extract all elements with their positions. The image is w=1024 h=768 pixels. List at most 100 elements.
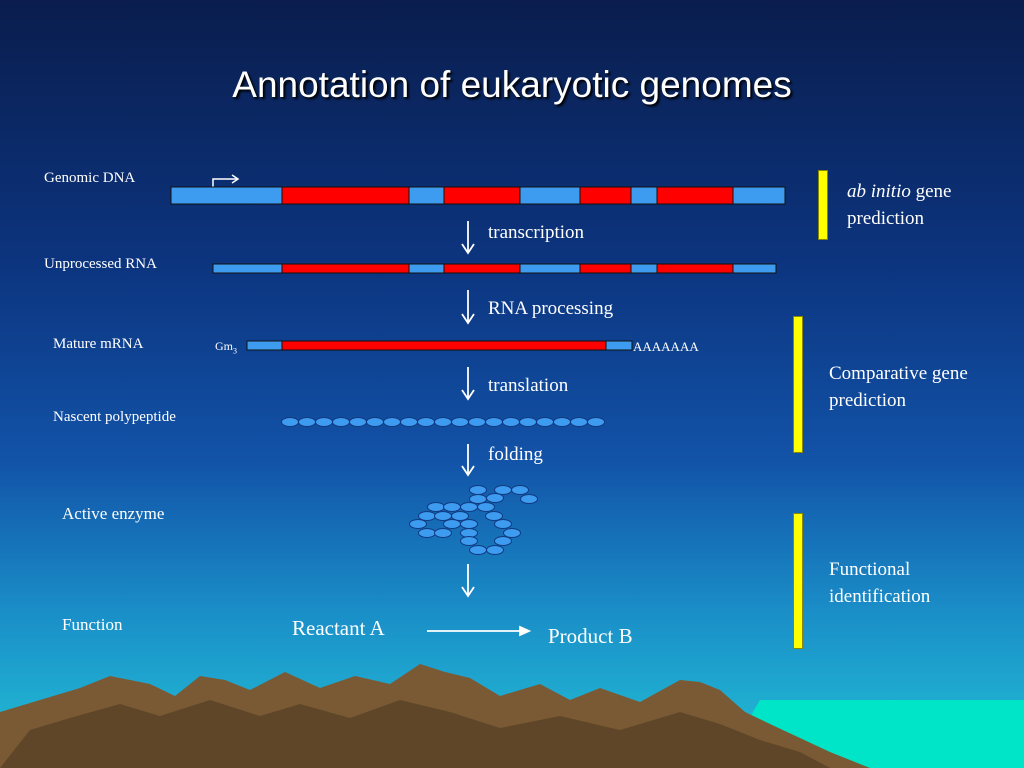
ab-initio-bar <box>818 170 828 240</box>
intron-segment <box>630 186 658 205</box>
amino-acid-bead <box>418 528 436 538</box>
product-label: Product B <box>548 624 633 648</box>
exon-segment <box>443 263 521 274</box>
slide-title: Annotation of eukaryotic genomes <box>232 64 792 105</box>
amino-acid-bead <box>486 545 504 555</box>
amino-acid-bead <box>434 528 452 538</box>
amino-acid-bead <box>485 511 503 521</box>
amino-acid-bead <box>519 417 537 427</box>
intron-segment <box>519 186 581 205</box>
label-genomic-dna: Genomic DNA <box>44 170 136 186</box>
ab-initio-label: ab initio gene prediction <box>847 181 952 229</box>
comparative-bar <box>793 316 803 453</box>
amino-acid-bead <box>553 417 571 427</box>
mrna-cap-label: Gm3 <box>215 339 237 356</box>
exon-segment <box>656 263 734 274</box>
amino-acid-bead <box>443 502 461 512</box>
unprocessed-rna-bar <box>212 263 777 274</box>
amino-acid-bead <box>520 494 538 504</box>
utr-segment <box>246 340 283 351</box>
amino-acid-bead <box>460 519 478 529</box>
amino-acid-bead <box>434 511 452 521</box>
functional-label: Functional identification <box>829 559 931 607</box>
down-arrow-icon <box>461 564 475 598</box>
coding-segment <box>281 340 607 351</box>
label-active-enzyme: Active enzyme <box>62 504 165 523</box>
amino-acid-bead <box>511 485 529 495</box>
amino-acid-bead <box>570 417 588 427</box>
amino-acid-bead <box>469 485 487 495</box>
amino-acid-bead <box>281 417 299 427</box>
folded-enzyme <box>409 485 538 555</box>
label-unprocessed-rna: Unprocessed RNA <box>44 256 157 272</box>
down-arrow-icon <box>461 290 475 325</box>
down-arrow-icon <box>461 367 475 401</box>
amino-acid-bead <box>418 511 436 521</box>
intron-segment <box>408 186 445 205</box>
amino-acid-bead <box>451 417 469 427</box>
intron-segment <box>408 263 445 274</box>
down-arrow-icon <box>461 444 475 477</box>
intron-segment <box>212 263 283 274</box>
intron-segment <box>732 263 777 274</box>
amino-acid-bead <box>443 519 461 529</box>
reaction-arrow-icon <box>427 625 532 637</box>
label-nascent-polypeptide: Nascent polypeptide <box>53 409 176 425</box>
functional-bar <box>793 513 803 649</box>
amino-acid-bead <box>349 417 367 427</box>
genomic-dna-bar <box>170 186 786 205</box>
amino-acid-bead <box>451 511 469 521</box>
exon-segment <box>656 186 734 205</box>
comparative-label: Comparative gene prediction <box>829 363 968 411</box>
amino-acid-bead <box>468 417 486 427</box>
mature-mrna-bar <box>246 340 633 351</box>
amino-acid-bead <box>587 417 605 427</box>
amino-acid-bead <box>332 417 350 427</box>
label-function: Function <box>62 615 123 634</box>
amino-acid-bead <box>494 519 512 529</box>
utr-segment <box>605 340 633 351</box>
step-transcription: transcription <box>488 222 585 243</box>
amino-acid-bead <box>427 502 445 512</box>
amino-acid-bead <box>298 417 316 427</box>
intron-segment <box>732 186 786 205</box>
intron-segment <box>519 263 581 274</box>
amino-acid-bead <box>502 417 520 427</box>
exon-segment <box>281 186 410 205</box>
exon-segment <box>579 186 632 205</box>
reactant-label: Reactant A <box>292 616 385 640</box>
amino-acid-bead <box>536 417 554 427</box>
amino-acid-bead <box>366 417 384 427</box>
poly-a-tail-label: AAAAAAA <box>633 339 699 354</box>
label-mature-mrna: Mature mRNA <box>53 336 144 352</box>
amino-acid-bead <box>409 519 427 529</box>
amino-acid-bead <box>400 417 418 427</box>
amino-acid-bead <box>460 502 478 512</box>
mountain-shadow <box>0 700 830 768</box>
step-rna-processing: RNA processing <box>488 298 614 319</box>
amino-acid-bead <box>486 493 504 503</box>
amino-acid-bead <box>503 528 521 538</box>
amino-acid-bead <box>460 536 478 546</box>
intron-segment <box>170 186 283 205</box>
amino-acid-bead <box>477 502 495 512</box>
intron-segment <box>630 263 658 274</box>
exon-segment <box>281 263 410 274</box>
exon-segment <box>443 186 521 205</box>
exon-segment <box>579 263 632 274</box>
transcription-start-arrow <box>212 174 240 187</box>
step-folding: folding <box>488 444 543 465</box>
nascent-polypeptide-chain <box>281 417 605 427</box>
amino-acid-bead <box>469 545 487 555</box>
amino-acid-bead <box>485 417 503 427</box>
amino-acid-bead <box>417 417 435 427</box>
step-translation: translation <box>488 375 569 396</box>
amino-acid-bead <box>315 417 333 427</box>
amino-acid-bead <box>434 417 452 427</box>
down-arrow-icon <box>461 221 475 255</box>
down-arrows <box>461 221 475 598</box>
amino-acid-bead <box>383 417 401 427</box>
